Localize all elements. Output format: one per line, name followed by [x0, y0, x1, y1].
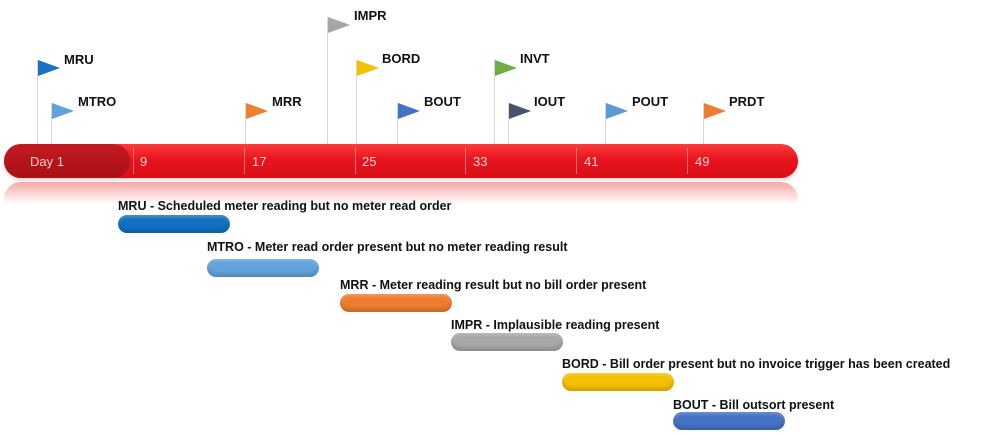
phase-label: BORD - Bill order present but no invoice…	[562, 357, 951, 371]
flag-label-prdt: PRDT	[729, 94, 765, 109]
tick-separator	[687, 148, 688, 174]
phase-label: MTRO - Meter read order present but no m…	[207, 240, 568, 254]
flag-pole	[245, 103, 246, 144]
flag-mru-icon	[38, 60, 60, 76]
flag-label-iout: IOUT	[534, 94, 566, 109]
tick-label: 17	[252, 154, 267, 169]
flag-pout-icon	[606, 103, 628, 119]
tick-separator	[133, 148, 134, 174]
phase-label: MRU - Scheduled meter reading but no met…	[118, 199, 452, 213]
tick-separator	[576, 148, 577, 174]
tick-label: 41	[584, 154, 599, 169]
flag-impr-icon	[328, 17, 350, 33]
flag-pole	[494, 60, 495, 144]
timeline-reflection	[4, 182, 798, 204]
flag-pole	[703, 103, 704, 144]
flag-label-bord: BORD	[382, 51, 421, 66]
phase-bar	[562, 373, 674, 391]
tick-label: 25	[362, 154, 377, 169]
tick-label: 9	[140, 154, 148, 169]
phase-label: MRR - Meter reading result but no bill o…	[340, 278, 647, 292]
phase-bar	[673, 412, 785, 430]
phase-label: IMPR - Implausible reading present	[451, 318, 660, 332]
flag-pole	[37, 60, 38, 144]
phase-bar	[451, 333, 563, 351]
flag-label-bout: BOUT	[424, 94, 461, 109]
flag-mtro-icon	[52, 103, 74, 119]
timeline-start-segment	[4, 144, 130, 178]
flag-label-mrr: MRR	[272, 94, 302, 109]
flag-pole	[327, 17, 328, 144]
tick-separator	[465, 148, 466, 174]
flag-prdt-icon	[704, 103, 726, 119]
flag-pole	[605, 103, 606, 144]
phase-label: BOUT - Bill outsort present	[673, 398, 835, 412]
timeline-bar	[4, 144, 798, 178]
phase-bar	[118, 215, 230, 233]
flag-label-mru: MRU	[64, 52, 94, 67]
flag-label-impr: IMPR	[354, 8, 387, 23]
flag-pole	[397, 103, 398, 144]
phase-bar	[207, 259, 319, 277]
flag-bout-icon	[398, 103, 420, 119]
flag-pole	[356, 60, 357, 144]
tick-separator	[244, 148, 245, 174]
flag-iout-icon	[509, 103, 531, 119]
flag-label-pout: POUT	[632, 94, 669, 109]
flag-pole	[51, 103, 52, 144]
phase-bar	[340, 294, 452, 312]
flag-mrr-icon	[246, 103, 268, 119]
tick-separator	[355, 148, 356, 174]
flag-label-invt: INVT	[520, 51, 550, 66]
timeline-start-label: Day 1	[30, 154, 64, 169]
tick-label: 33	[473, 154, 488, 169]
flag-invt-icon	[495, 60, 517, 76]
flag-pole	[508, 103, 509, 144]
flag-label-mtro: MTRO	[78, 94, 117, 109]
tick-label: 49	[695, 154, 710, 169]
flag-bord-icon	[357, 60, 379, 76]
